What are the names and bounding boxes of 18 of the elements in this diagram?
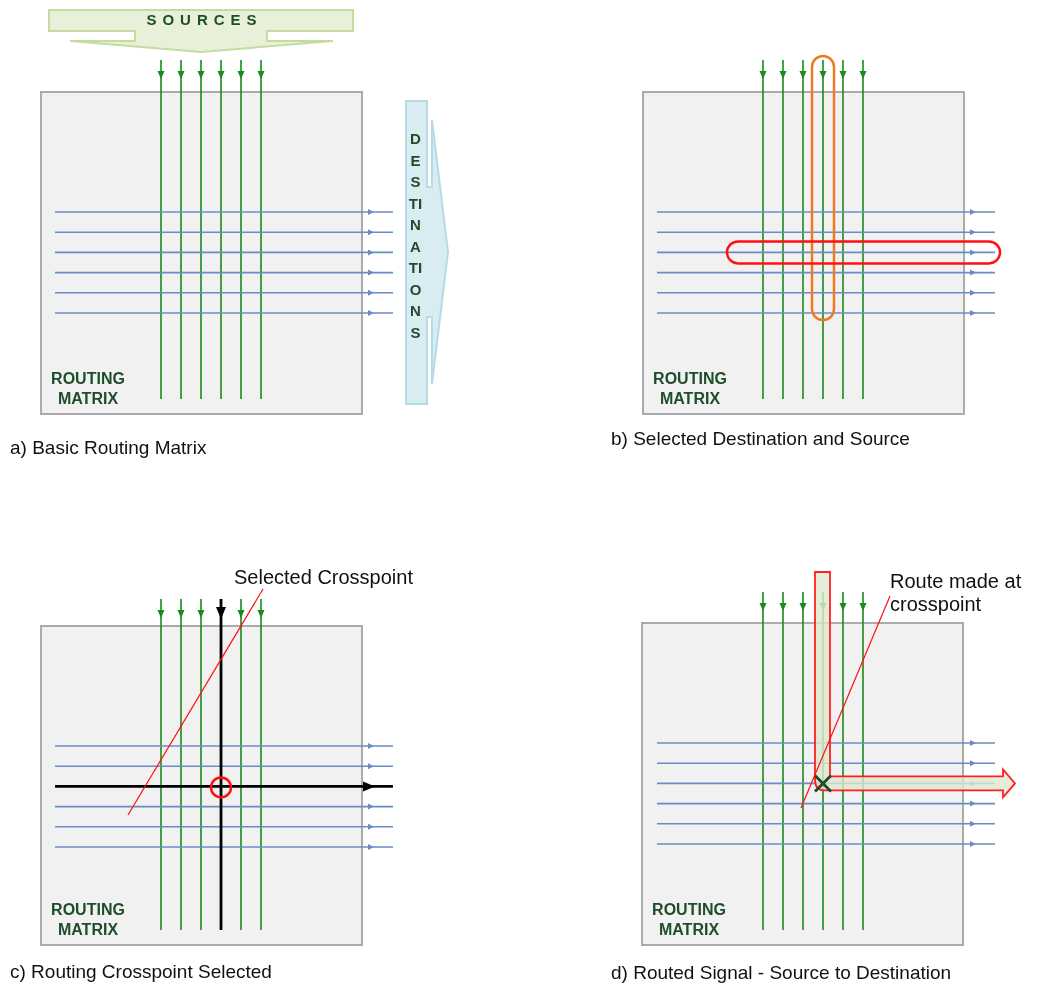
routing-matrix-panel <box>40 91 363 415</box>
banner-title: SOURCES <box>145 10 264 28</box>
routing-matrix-panel <box>641 622 964 946</box>
routing-matrix-panel <box>642 91 965 415</box>
figure-caption: d) Routed Signal - Source to Destination <box>611 962 952 984</box>
callout-text: Route made at crosspoint <box>890 570 1042 618</box>
matrix-label: ROUTING MATRIX <box>652 369 728 409</box>
callout-text: Selected Crosspoint <box>234 566 434 589</box>
routing-matrix-panel <box>40 625 363 946</box>
figure-caption: b) Selected Destination and Source <box>611 428 910 450</box>
matrix-label: ROUTING MATRIX <box>50 900 126 940</box>
banner-title: DESTINATIONS <box>408 129 423 343</box>
matrix-label: ROUTING MATRIX <box>651 900 727 940</box>
leader-line <box>127 588 264 816</box>
matrix-label: ROUTING MATRIX <box>50 369 126 409</box>
figure-caption: c) Routing Crosspoint Selected <box>10 961 272 983</box>
leader-line <box>800 595 891 809</box>
figure-caption: a) Basic Routing Matrix <box>10 437 207 459</box>
